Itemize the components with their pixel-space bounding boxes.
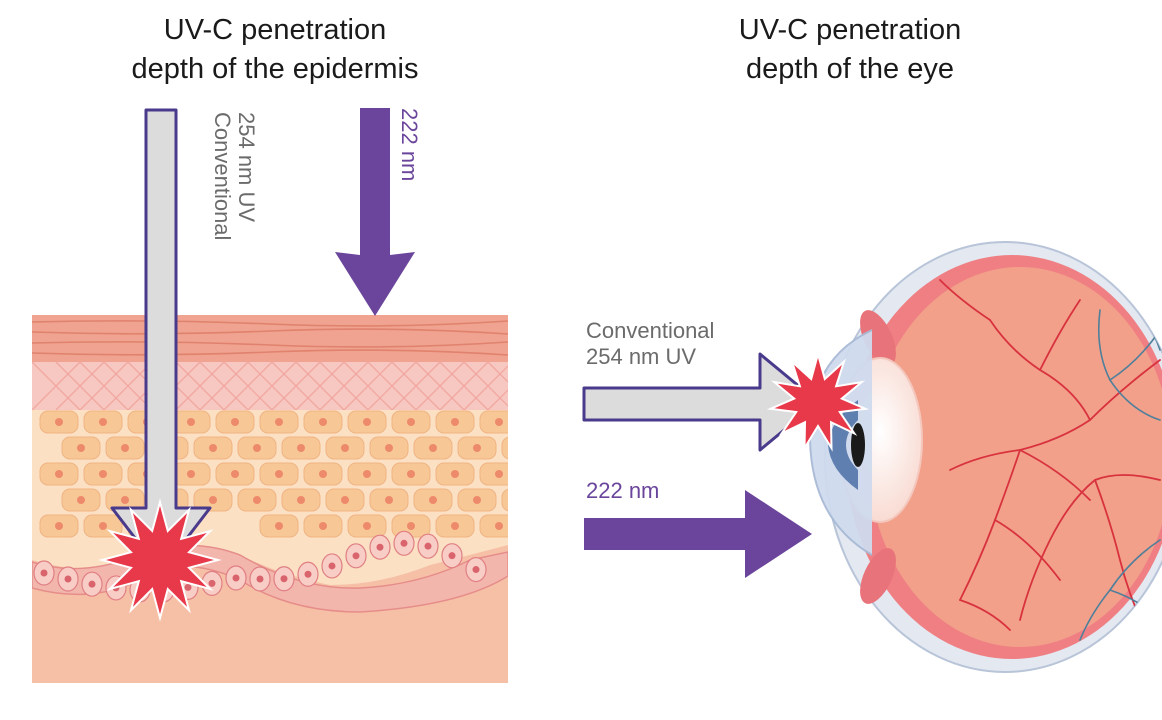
skin-cross-section: [32, 315, 508, 683]
right-title-line2: depth of the eye: [746, 53, 954, 85]
far-uvc-label-skin-text: 222 nm: [397, 108, 422, 181]
conventional-label-skin-line2: 254 nm UV: [234, 112, 259, 222]
far-uvc-label-eye: 222 nm: [586, 478, 659, 503]
left-panel-title: UV-C penetration depth of the epidermis: [40, 11, 510, 89]
eye-cross-section: [808, 241, 1162, 673]
right-title-line1: UV-C penetration: [738, 14, 962, 46]
left-title-line2: depth of the epidermis: [131, 53, 419, 85]
conventional-label-eye-line2: 254 nm UV: [586, 344, 696, 369]
conventional-label-skin: Conventional 254 nm UV: [210, 112, 259, 240]
right-panel-title: UV-C penetration depth of the eye: [600, 11, 1100, 89]
impact-burst-skin: [98, 498, 222, 622]
impact-burst-eye: [766, 350, 870, 452]
far-uvc-label-skin: 222 nm: [397, 108, 422, 181]
far-uvc-222nm-arrow-skin: [335, 108, 415, 316]
far-uvc-222nm-arrow-eye: [584, 490, 812, 578]
conventional-label-eye-line1: Conventional: [586, 318, 714, 343]
conventional-label-skin-line1: Conventional: [210, 112, 235, 240]
left-title-line1: UV-C penetration: [163, 14, 387, 46]
